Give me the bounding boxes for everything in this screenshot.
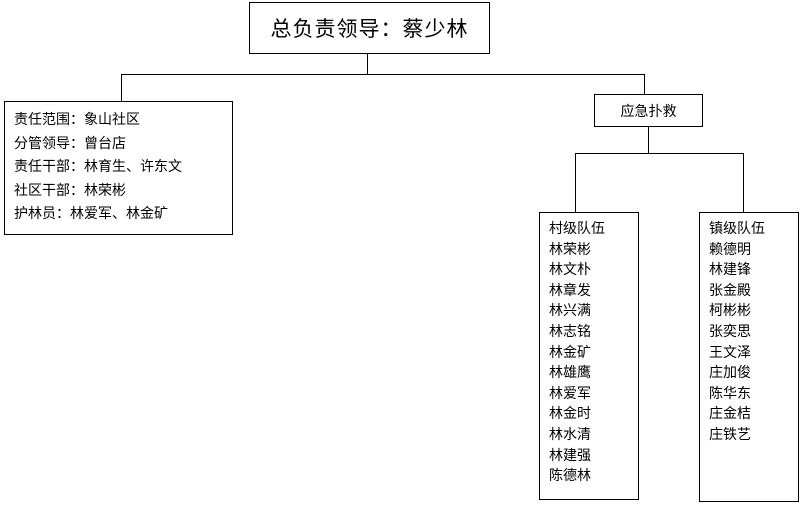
list-item: 林荣彬 (549, 241, 591, 258)
village-team-box: 村级队伍 林荣彬 林文朴 林章发 林兴满 林志铭 林金矿 林雄鹰 林爱军 林金时… (539, 212, 639, 500)
leader-title: 总负责领导：蔡少林 (270, 17, 469, 41)
responsibility-supervisor: 分管领导：曾台店 (14, 135, 126, 152)
list-item: 林章发 (549, 282, 591, 299)
town-team-box: 镇级队伍 赖德明 林建锋 张金殿 柯彬彬 张奕思 王文泽 庄加俊 陈华东 庄金桔… (699, 212, 799, 502)
connector-right-drop (644, 74, 645, 94)
connector-emergency-bar (575, 153, 744, 154)
connector-village-drop (575, 153, 576, 212)
list-item: 林水清 (549, 426, 591, 443)
list-item: 柯彬彬 (709, 303, 751, 320)
list-item: 庄金桔 (709, 406, 751, 423)
list-item: 赖德明 (709, 241, 751, 258)
emergency-box: 应急扑救 (594, 94, 703, 127)
list-item: 陈德林 (549, 468, 591, 485)
list-item: 王文泽 (709, 344, 751, 361)
village-team-heading: 村级队伍 (549, 221, 605, 237)
list-item: 林金时 (549, 406, 591, 423)
list-item: 林雄鹰 (549, 365, 591, 382)
connector-emergency-stem (648, 127, 649, 153)
list-item: 庄加俊 (709, 365, 751, 382)
list-item: 庄铁艺 (709, 426, 751, 443)
list-item: 林志铭 (549, 323, 591, 340)
list-item: 林金矿 (549, 344, 591, 361)
connector-town-drop (743, 153, 744, 212)
list-item: 林兴满 (549, 303, 591, 320)
list-item: 林建强 (549, 447, 591, 464)
connector-left-drop (121, 74, 122, 101)
responsibility-rangers: 护林员：林爱军、林金矿 (14, 206, 168, 222)
leader-box: 总负责领导：蔡少林 (249, 2, 490, 54)
town-team-heading: 镇级队伍 (709, 221, 765, 237)
list-item: 林爱军 (549, 385, 591, 402)
list-item: 张金殿 (709, 282, 751, 299)
list-item: 陈华东 (709, 385, 751, 402)
list-item: 林文朴 (549, 262, 591, 279)
list-item: 林建锋 (709, 262, 751, 279)
responsibility-cadres: 责任干部：林育生、许东文 (14, 159, 182, 175)
responsibility-scope: 责任范围：象山社区 (14, 112, 140, 128)
emergency-label: 应急扑救 (620, 103, 677, 120)
list-item: 张奕思 (709, 323, 751, 340)
responsibility-box: 责任范围：象山社区 分管领导：曾台店 责任干部：林育生、许东文 社区干部：林荣彬… (4, 101, 233, 235)
connector-top-stem (367, 54, 368, 74)
responsibility-community-cadre: 社区干部：林荣彬 (14, 182, 126, 199)
connector-top-bar (121, 74, 645, 75)
